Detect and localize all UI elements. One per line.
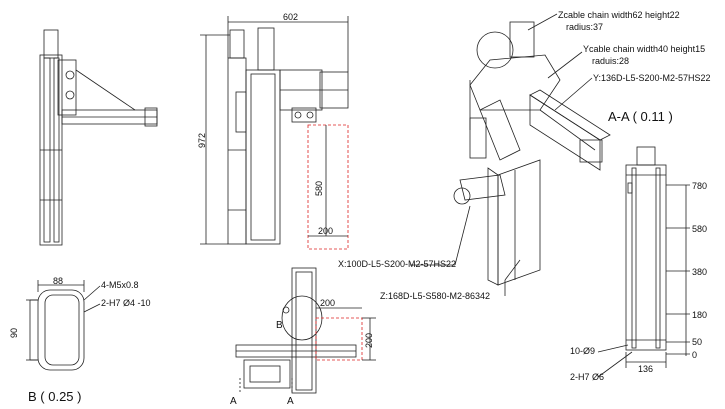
callout-y-axis: Y:136D-L5-S200-M2-57HS22 <box>593 73 711 83</box>
dim-z-stroke: 580 <box>314 180 324 196</box>
detail-b-view <box>26 280 101 371</box>
section-aa-view <box>625 146 690 368</box>
section-tick-380: 380 <box>692 267 708 277</box>
dim-b-height: 90 <box>9 327 19 338</box>
dim-section-width: 136 <box>638 364 654 374</box>
dim-bottom-x: 200 <box>320 298 336 308</box>
dim-x-stroke: 200 <box>318 226 334 236</box>
callout-z-axis: Z:168D-L5-S580-M2-86342 <box>380 291 491 301</box>
isometric-view <box>453 21 611 286</box>
section-marker-a-left: A <box>230 396 237 407</box>
dim-top-width: 602 <box>283 12 299 22</box>
section-tick-180: 180 <box>692 310 708 320</box>
callout-pins-d6: 2-H7 Ø6 <box>570 372 605 382</box>
dim-left-height: 972 <box>197 132 207 148</box>
callout-y-chain-radius: raduis:28 <box>592 56 630 66</box>
section-tick-780: 780 <box>692 181 708 191</box>
callout-holes-m5: 4-M5x0.8 <box>101 280 139 290</box>
callout-pins-d4: 2-H7 Ø4 -10 <box>101 298 151 308</box>
callout-holes-d9: 10-Ø9 <box>570 346 596 356</box>
side-view <box>39 29 158 246</box>
dim-b-width: 88 <box>53 276 64 286</box>
callout-leaders <box>410 13 633 378</box>
section-aa-title: A-A ( 0.11 ) <box>608 109 673 124</box>
section-marker-a-right: A <box>287 396 294 407</box>
section-tick-50: 50 <box>692 337 703 347</box>
section-tick-0: 0 <box>692 350 698 360</box>
front-view <box>200 16 349 250</box>
callout-x-axis: X:100D-L5-S200-M2-57HS22 <box>338 259 457 269</box>
callout-y-chain: Ycable chain width40 height15 <box>583 44 706 54</box>
callout-z-chain-radius: radius:37 <box>566 22 604 32</box>
dim-bottom-y: 200 <box>364 332 374 348</box>
section-tick-580: 580 <box>692 224 708 234</box>
callout-z-chain: Zcable chain width62 height22 <box>558 10 680 20</box>
bottom-plan-view <box>235 267 376 394</box>
detail-b-title: B ( 0.25 ) <box>28 389 82 404</box>
detail-b-marker: B <box>276 320 283 331</box>
